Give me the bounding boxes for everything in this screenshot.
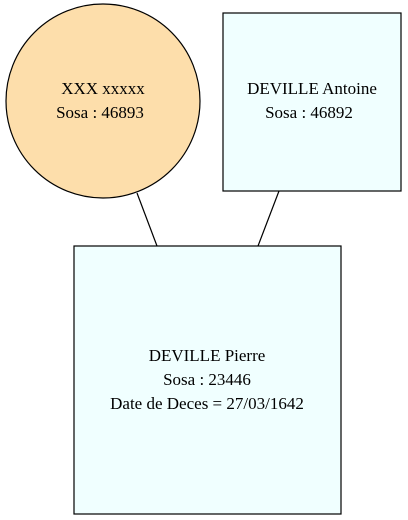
mother-name: XXX xxxxx	[61, 79, 145, 98]
father-node[interactable]: DEVILLE Antoine Sosa : 46892	[222, 12, 402, 192]
child-node-shape	[73, 245, 342, 515]
child-node[interactable]: DEVILLE Pierre Sosa : 23446 Date de Dece…	[73, 245, 342, 515]
child-name: DEVILLE Pierre	[149, 346, 266, 365]
mother-node[interactable]: XXX xxxxx Sosa : 46893	[5, 3, 201, 199]
child-death-date: Date de Deces = 27/03/1642	[110, 394, 304, 413]
father-sosa: Sosa : 46892	[265, 103, 353, 122]
father-name: DEVILLE Antoine	[247, 79, 377, 98]
mother-sosa: Sosa : 46893	[56, 103, 144, 122]
mother-node-shape	[5, 3, 201, 199]
edge-father-to-child	[257, 190, 280, 247]
father-node-shape	[222, 12, 402, 192]
child-sosa: Sosa : 23446	[163, 370, 251, 389]
edge-mother-to-child	[136, 192, 158, 247]
